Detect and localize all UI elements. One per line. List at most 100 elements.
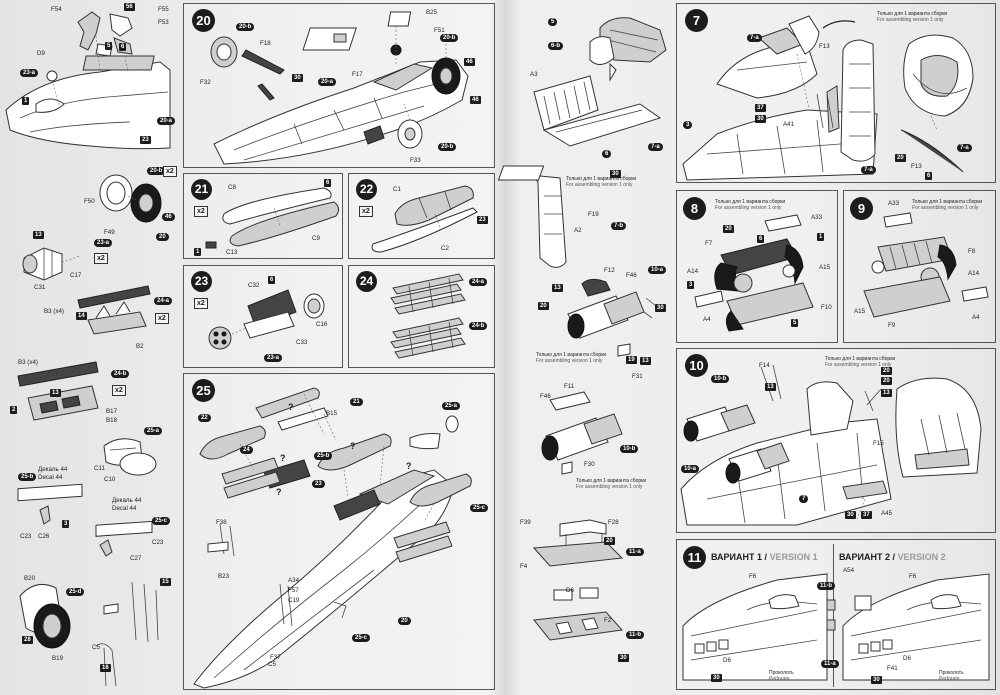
callout: 30	[871, 676, 882, 684]
step-number: 8	[683, 197, 706, 220]
callout: 3	[62, 520, 70, 528]
version-2-en: VERSION 2	[897, 552, 946, 562]
step-number: 9	[850, 197, 873, 220]
label: Decal 44	[112, 505, 137, 512]
callout: 20-b	[438, 143, 457, 151]
note-ru: Только для 1 варианта сборки	[912, 199, 983, 205]
label: F9	[888, 322, 896, 329]
label: D6	[723, 657, 731, 664]
callout: 25-d	[66, 588, 85, 596]
step-number: 10	[685, 354, 708, 377]
callout: 30	[711, 674, 722, 682]
step-20-art	[184, 4, 496, 169]
callout: 56	[124, 3, 135, 11]
callout: 11-a	[626, 548, 644, 556]
label: D6	[903, 655, 911, 662]
label: C11	[94, 465, 105, 472]
callout: 13	[881, 389, 892, 397]
label: A3	[530, 71, 538, 78]
question-mark: ?	[276, 487, 282, 497]
callout: 20-b	[440, 34, 459, 42]
callout: 3	[687, 281, 695, 289]
note-ru: Только для 1 варианта сборки	[877, 11, 948, 17]
label: F57	[288, 587, 299, 594]
label: C33	[296, 339, 308, 346]
label: F39	[520, 519, 531, 526]
callout: 21	[350, 398, 363, 406]
note-en: For assembling version 1 only	[566, 182, 633, 188]
callout: 16	[100, 664, 111, 672]
label: F55	[158, 6, 169, 13]
label: A2	[574, 227, 582, 234]
callout: 1	[194, 248, 202, 256]
callout: 10-b	[711, 375, 730, 383]
callout: 30	[618, 654, 629, 662]
step-21-panel: 21 C8 C9 C13 x2 6 1	[183, 173, 343, 259]
callout: 46	[470, 96, 481, 104]
label: F41	[887, 665, 898, 672]
callout: 24	[240, 446, 253, 454]
label: F12	[604, 267, 615, 274]
label: C2	[441, 245, 449, 252]
callout: 20-a	[318, 78, 337, 86]
step-24-panel: 24 24-a 24-b	[348, 265, 495, 368]
step-number: 7	[685, 9, 708, 32]
label: F17	[352, 71, 363, 78]
label: C23	[20, 533, 32, 540]
question-mark: ?	[280, 453, 286, 463]
callout: 20	[881, 377, 892, 385]
label: B19	[52, 655, 64, 662]
label: C13	[226, 249, 238, 256]
version-2-sep: /	[892, 552, 896, 562]
label: F7	[705, 240, 713, 247]
version-note: Только для 1 варианта сборки For assembl…	[566, 176, 636, 188]
label: B2	[136, 343, 144, 350]
question-mark: ?	[406, 461, 412, 471]
label: A33	[888, 200, 900, 207]
label: C27	[130, 555, 142, 562]
callout: 25-a	[144, 427, 163, 435]
label: B25	[426, 9, 438, 16]
label: C8	[228, 184, 236, 191]
step-10-panel: 10 Только для 1 варианта сборки For asse…	[676, 348, 996, 533]
callout: 6-b	[548, 42, 563, 50]
callout: 7-a	[861, 166, 876, 174]
callout: 30	[655, 304, 666, 312]
callout: 20	[881, 367, 892, 375]
version-1-ru: ВАРИАНТ 1	[711, 552, 763, 562]
label: F4	[520, 563, 528, 570]
callout: 15	[160, 578, 171, 586]
label: B23	[218, 573, 230, 580]
callout: 1	[22, 97, 30, 105]
callout: 37	[861, 511, 872, 519]
label: F46	[540, 393, 551, 400]
callout: 30	[845, 511, 856, 519]
callout: 30	[610, 170, 621, 178]
callout: 46	[162, 213, 175, 221]
callout: 25-c	[152, 517, 171, 525]
step-22-art	[349, 174, 496, 260]
mid-page-art	[510, 0, 675, 695]
step-10-art	[677, 349, 997, 534]
step-21-art	[184, 174, 344, 260]
label: C5	[268, 661, 276, 668]
step-24-art	[349, 266, 496, 369]
step-20-panel: 20 20-b F18 F32 B25 F51 20-a	[183, 3, 495, 168]
label: Декаль 44	[112, 497, 142, 504]
step-number: 11	[683, 546, 706, 569]
step-25-panel: 25 22 2	[183, 373, 495, 690]
multiplier-badge: x2	[94, 253, 108, 264]
callout: 6	[757, 235, 765, 243]
version-1-en: VERSION 1	[769, 552, 818, 562]
label: A4	[972, 314, 980, 321]
callout: 24-a	[154, 297, 173, 305]
label: F10	[821, 304, 832, 311]
label: F28	[608, 519, 619, 526]
perforate-note: Проколоть Perforate	[769, 670, 794, 682]
step-11-panel: 11 ВАРИАНТ 1 / VERSION 1 ВАРИАНТ 2 / VER…	[676, 539, 996, 690]
label: F13	[911, 163, 922, 170]
label: C10	[104, 476, 116, 483]
step-number: 21	[191, 179, 212, 200]
callout: 5	[791, 319, 799, 327]
label: F13	[819, 43, 830, 50]
